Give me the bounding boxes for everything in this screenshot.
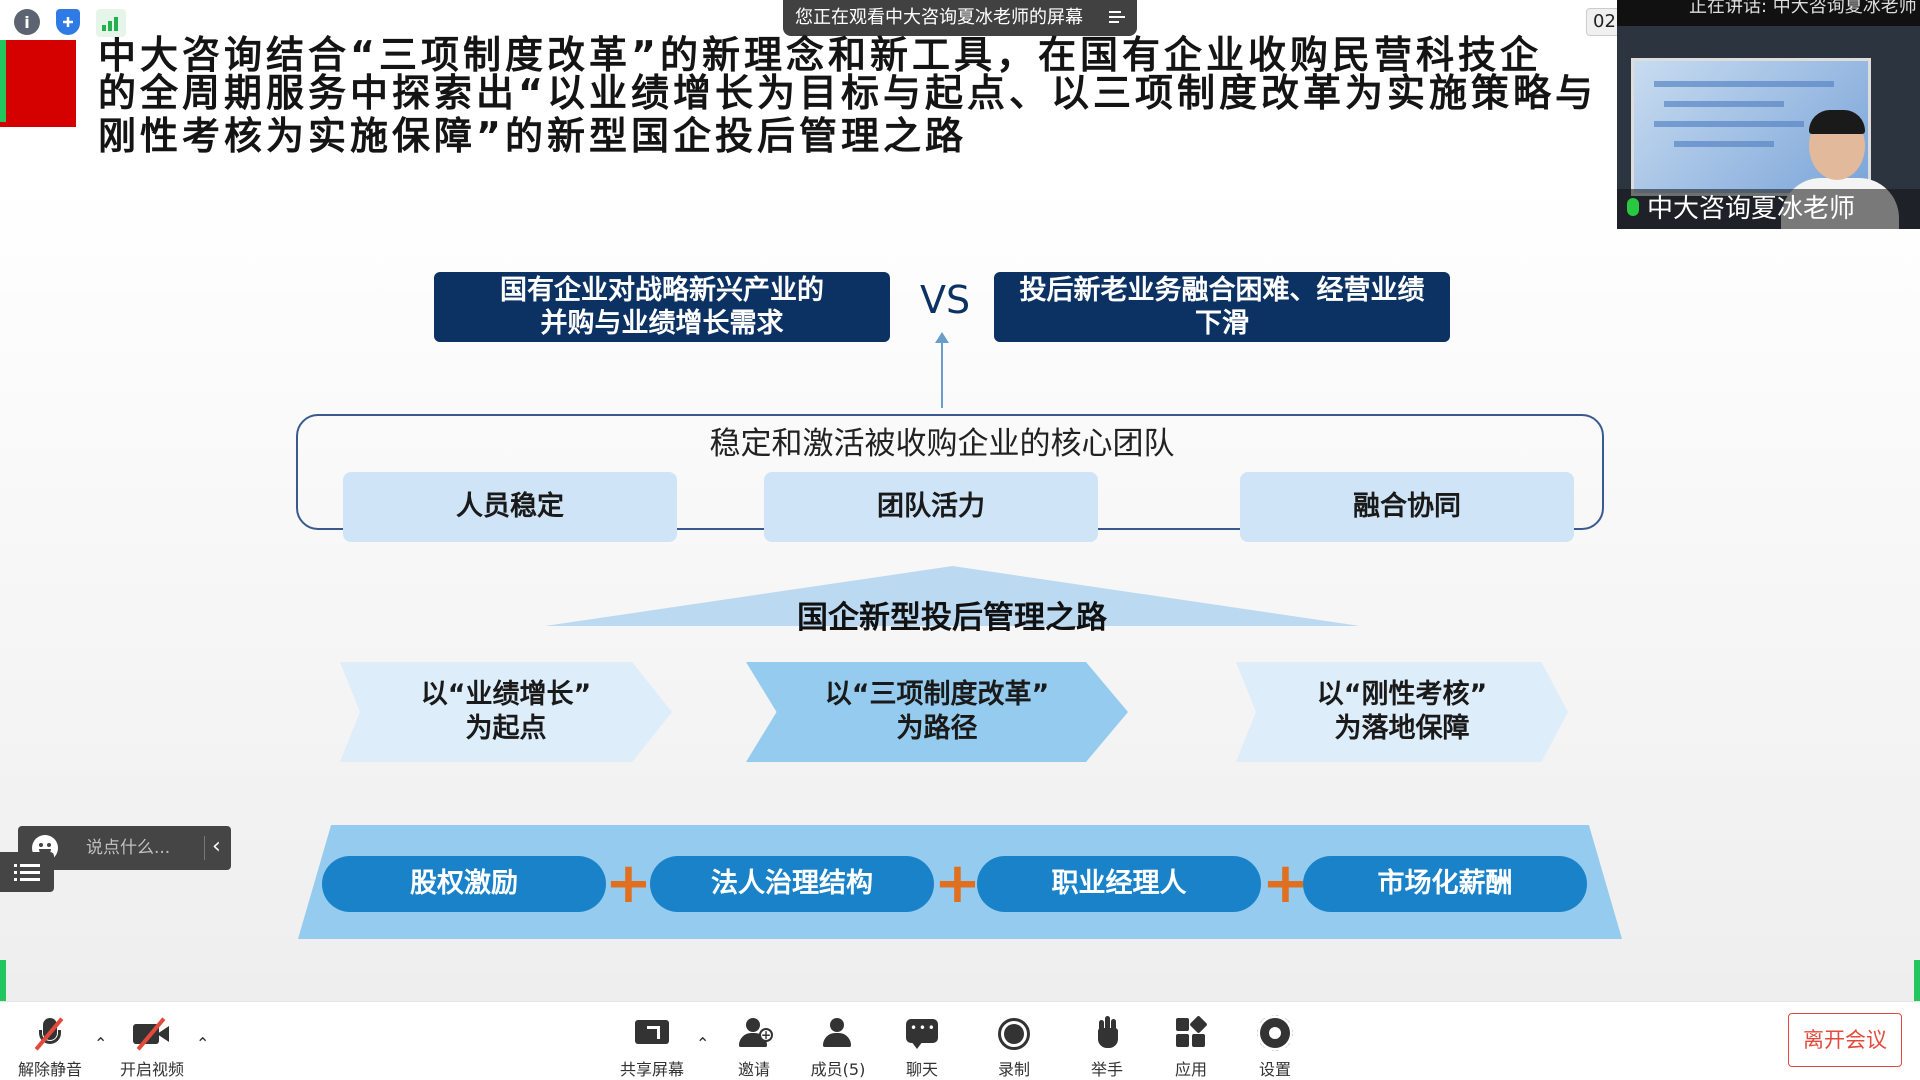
chevron-three-reforms: 以“三项制度改革” 为路径 (746, 662, 1128, 762)
apps-label: 应用 (1174, 1060, 1207, 1079)
record-icon (995, 1016, 1033, 1050)
video-off-icon (133, 1016, 171, 1051)
plus-icon: + (605, 851, 652, 916)
meeting-timer: 02 (1586, 8, 1620, 36)
members-button[interactable]: 成员(5) (798, 1016, 878, 1079)
chevron-performance-growth: 以“业绩增长” 为起点 (340, 662, 672, 762)
gear-icon (1256, 1015, 1294, 1051)
signal-icon[interactable] (96, 9, 126, 37)
pill-market-compensation: 市场化薪酬 (1303, 856, 1587, 912)
members-icon (819, 1016, 857, 1050)
add-person-icon: + (735, 1016, 773, 1050)
chevron-line: 为起点 (465, 713, 547, 744)
pill-equity-incentive: 股权激励 (322, 856, 606, 912)
chat-button[interactable]: 聊天 (882, 1016, 962, 1079)
chat-label: 聊天 (905, 1060, 938, 1079)
apps-button[interactable]: 应用 (1151, 1015, 1231, 1079)
screen-share-border-left (0, 40, 6, 122)
speaker-name: 中大咨询夏冰老师 (1647, 194, 1856, 224)
problem-box: 投后新老业务融合困难、经营业绩 下滑 (994, 272, 1450, 342)
start-video-button[interactable]: 开启视频 (112, 1016, 192, 1079)
road-title: 国企新型投后管理之路 (797, 600, 1107, 636)
shared-screen: 中大咨询结合“三项制度改革”的新理念和新工具，在国有企业收购民营科技企 的全周期… (0, 0, 1920, 1001)
raise-hand-label: 举手 (1090, 1060, 1123, 1079)
settings-button[interactable]: 设置 (1235, 1015, 1315, 1079)
share-screen-button[interactable]: 共享屏幕 (612, 1016, 692, 1079)
core-item-vitality: 团队活力 (764, 472, 1098, 542)
chevron-up-icon[interactable]: ⌃ (196, 1034, 210, 1053)
info-icon[interactable]: i (14, 9, 40, 35)
screen-share-border-left-bottom (0, 960, 6, 1001)
share-screen-label: 共享屏幕 (619, 1060, 684, 1079)
apps-icon (1172, 1015, 1210, 1050)
screen-share-banner-text: 您正在观看中大咨询夏冰老师的屏幕 (795, 7, 1083, 28)
speaker-name-bar (1617, 189, 1920, 229)
start-video-label: 开启视频 (119, 1060, 184, 1079)
problem-box-line: 下滑 (1195, 308, 1249, 339)
invite-label: 邀请 (737, 1060, 770, 1079)
screen-share-border-right (1914, 960, 1920, 1001)
divider (204, 836, 205, 860)
chevron-up-icon[interactable]: ⌃ (94, 1034, 108, 1053)
core-item-stability: 人员稳定 (343, 472, 677, 542)
demand-box-line: 并购与业绩增长需求 (540, 308, 784, 339)
members-label: 成员(5) (810, 1060, 866, 1079)
meeting-toolbar: 解除静音 ⌃ 开启视频 ⌃ 共享屏幕 ⌃ + 邀请 成员(5) 聊天 录制 举手 (0, 1001, 1920, 1080)
vs-label: VS (920, 278, 971, 322)
plus-icon: + (934, 851, 981, 916)
up-arrow-line (941, 338, 943, 408)
leave-meeting-button[interactable]: 离开会议 (1788, 1013, 1902, 1067)
menu-icon[interactable] (1109, 9, 1125, 25)
up-arrow-icon (935, 332, 949, 343)
chevron-line: 以“业绩增长” (420, 679, 592, 710)
chevron-line: 以“刚性考核” (1316, 679, 1488, 710)
unmute-button[interactable]: 解除静音 (10, 1016, 90, 1079)
chevron-up-icon[interactable]: ⌃ (696, 1034, 710, 1053)
chevron-left-icon[interactable]: ‹ (212, 834, 221, 859)
slide-title-line: 中大咨询结合“三项制度改革”的新理念和新工具，在国有企业收购民营科技企 (98, 33, 1542, 77)
pill-professional-manager: 职业经理人 (977, 856, 1261, 912)
core-team-title: 稳定和激活被收购企业的核心团队 (709, 426, 1175, 462)
plus-icon: + (1262, 851, 1309, 916)
status-icons: i (0, 0, 140, 40)
record-label: 录制 (997, 1060, 1030, 1079)
core-item-synergy: 融合协同 (1240, 472, 1574, 542)
chevron-line: 为落地保障 (1334, 713, 1470, 744)
screen-share-banner[interactable]: 您正在观看中大咨询夏冰老师的屏幕 (783, 0, 1137, 36)
record-button[interactable]: 录制 (974, 1016, 1054, 1079)
chevron-line: 为路径 (896, 713, 978, 744)
speaking-indicator: 正在讲话: 中大咨询夏冰老师 (1617, 0, 1920, 26)
chevron-rigid-assessment: 以“刚性考核” 为落地保障 (1236, 662, 1568, 762)
pill-corporate-governance: 法人治理结构 (650, 856, 934, 912)
chat-placeholder[interactable]: 说点什么... (86, 838, 171, 858)
chat-icon (903, 1016, 941, 1050)
demand-box-line: 国有企业对战略新兴产业的 (500, 275, 824, 306)
unmute-label: 解除静音 (17, 1060, 82, 1079)
shield-icon[interactable] (56, 9, 80, 35)
invite-button[interactable]: + 邀请 (714, 1016, 794, 1079)
hand-icon (1088, 1016, 1126, 1050)
speaker-video[interactable]: 正在讲话: 中大咨询夏冰老师 中大咨询夏冰老师 (1617, 0, 1920, 229)
red-accent-block (0, 40, 76, 127)
settings-label: 设置 (1258, 1060, 1291, 1079)
chat-quick-input[interactable]: 说点什么... ‹ (18, 826, 231, 870)
mic-muted-icon (31, 1016, 69, 1051)
slide-title-line: 的全周期服务中探索出“以业绩增长为目标与起点、以三项制度改革为实施策略与 (98, 71, 1597, 115)
slide-title-line: 刚性考核为实施保障”的新型国企投后管理之路 (98, 114, 967, 158)
problem-box-line: 投后新老业务融合困难、经营业绩 (1019, 275, 1425, 306)
list-icon[interactable] (0, 852, 54, 892)
demand-box: 国有企业对战略新兴产业的 并购与业绩增长需求 (434, 272, 890, 342)
raise-hand-button[interactable]: 举手 (1067, 1016, 1147, 1079)
share-screen-icon (633, 1016, 671, 1050)
mic-active-icon (1627, 198, 1639, 216)
chevron-line: 以“三项制度改革” (824, 679, 1050, 710)
